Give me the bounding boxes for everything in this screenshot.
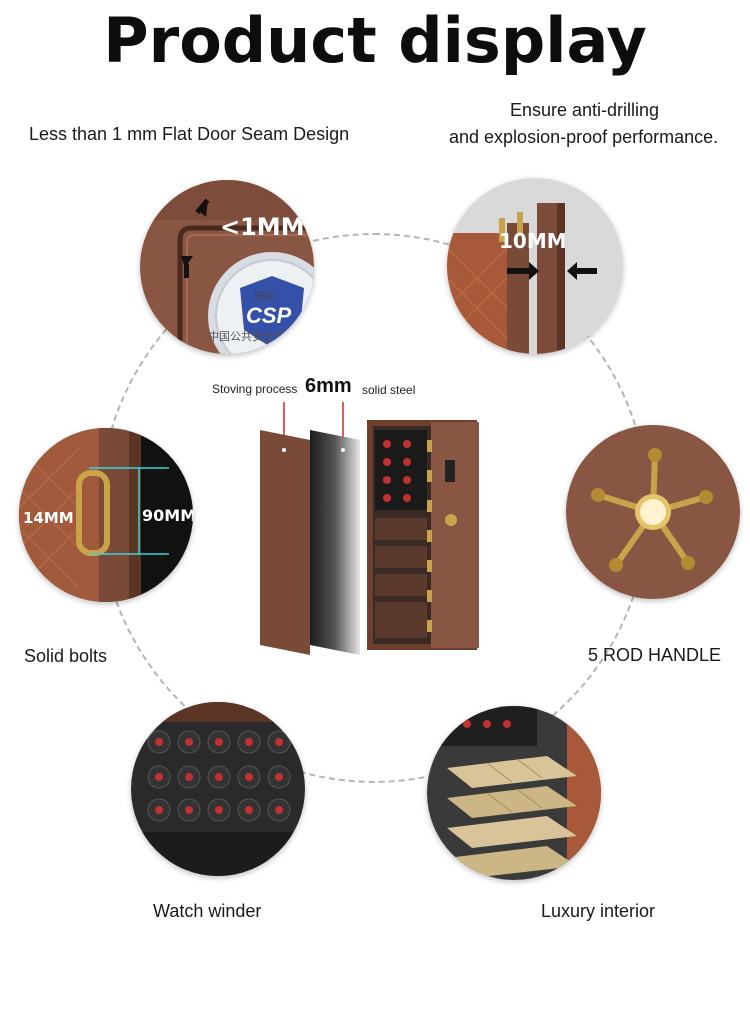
anti-drill-image: 10MM (447, 178, 623, 354)
anti-drill-label-1: Ensure anti-drilling (510, 100, 660, 120)
bolts-label: Solid bolts (24, 646, 108, 666)
interior-image (427, 706, 601, 880)
interior-label: Luxury interior (541, 901, 656, 921)
thickness-caption: solid steel (362, 383, 416, 397)
bolts-image: 14MM 90MM (19, 428, 193, 602)
door-seam-callout: <1MM (220, 213, 305, 241)
handle-image (566, 425, 740, 599)
bolts-callout-left: 14MM (23, 509, 74, 527)
safe-illustration (255, 400, 485, 660)
winder-label: Watch winder (153, 901, 262, 921)
page-title: Product display (103, 4, 647, 77)
handle-label: 5 ROD HANDLE (588, 645, 722, 665)
winder-image (131, 702, 305, 876)
stoving-caption: Stoving process (212, 382, 298, 396)
anti-drill-label-2: and explosion-proof performance. (449, 127, 719, 147)
seal-cn-bottom: 中国公共安全产品 (208, 329, 296, 343)
door-seam-label: Less than 1 mm Flat Door Seam Design (29, 124, 350, 144)
anti-drill-callout: 10MM (499, 229, 567, 253)
thickness-value: 6mm (305, 375, 352, 397)
door-seam-image: <1MM 苏坝 CSP 中国公共安全产品 (140, 180, 314, 354)
seal-brand: CSP (246, 303, 292, 328)
seal-cn-top: 苏坝 (254, 290, 274, 303)
bolts-callout-right: 90MM (142, 506, 193, 525)
